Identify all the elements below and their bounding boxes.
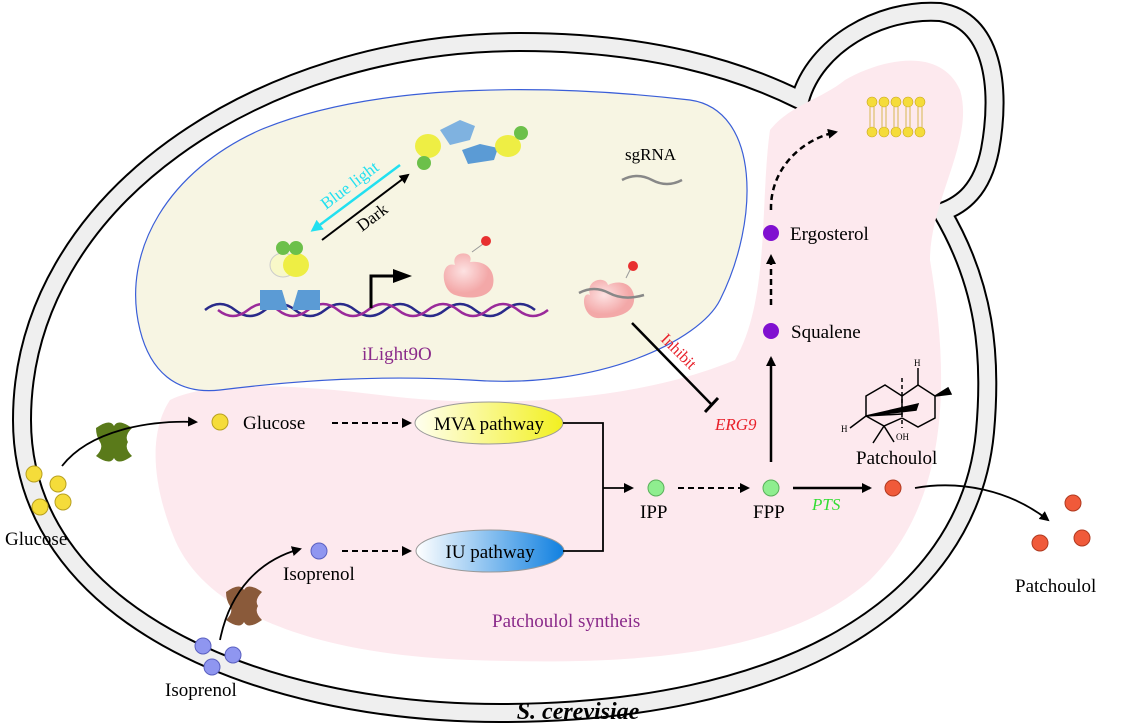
ipp-molecule bbox=[647, 479, 665, 497]
isoprenol-inside-label: Isoprenol bbox=[283, 564, 355, 585]
patchoulol-molecules-outside bbox=[1031, 494, 1091, 552]
isoprenol-molecules-outside bbox=[194, 637, 242, 676]
structure-h-left: H bbox=[841, 424, 848, 434]
isoprenol-transporter-icon bbox=[226, 586, 262, 626]
ergosterol-label: Ergosterol bbox=[790, 224, 869, 245]
promoter-arrow-icon bbox=[369, 274, 395, 308]
dcas9-icon bbox=[443, 236, 494, 298]
patchoulol-export-arrow bbox=[914, 484, 1050, 522]
patchoulol-molecule bbox=[884, 479, 902, 497]
sgrna-icon bbox=[621, 174, 683, 186]
glucose-molecule bbox=[211, 413, 229, 431]
pts-label: PTS bbox=[811, 495, 841, 514]
ergosterol-to-membrane-arrow bbox=[769, 128, 838, 211]
organism-label: S. cerevisiae bbox=[517, 699, 640, 723]
structure-oh: OH bbox=[896, 432, 909, 442]
glucose-transporter-icon bbox=[96, 422, 132, 462]
fpp-label: FPP bbox=[753, 502, 785, 523]
dcas9-sgrna-complex-icon bbox=[578, 261, 645, 319]
glucose-outside-label: Glucose bbox=[5, 529, 67, 550]
isoprenol-outside-label: Isoprenol bbox=[165, 680, 237, 701]
blue-light-arrow bbox=[310, 163, 401, 232]
ilight-monomer-icon bbox=[462, 126, 528, 164]
structure-h-top: H bbox=[914, 358, 921, 368]
squalene-molecule bbox=[763, 323, 779, 339]
pathway-merge-bracket bbox=[563, 422, 604, 552]
ilight-dimer-bound-icon bbox=[260, 241, 320, 310]
ilight-monomer-icon bbox=[415, 120, 475, 170]
ipp-label: IPP bbox=[640, 502, 667, 523]
erg9-label: ERG9 bbox=[714, 415, 757, 434]
pathway-title: Patchoulol syntheis bbox=[492, 611, 640, 632]
sgrna-label: sgRNA bbox=[625, 145, 677, 164]
isoprenol-uptake-arrow bbox=[219, 546, 302, 641]
patchoulol-secreted-label: Patchoulol bbox=[1015, 576, 1096, 597]
ergosterol-molecule bbox=[763, 225, 779, 241]
dark-arrow bbox=[321, 173, 410, 241]
ilight9o-label: iLight9O bbox=[362, 344, 432, 365]
glucose-molecules-outside bbox=[25, 465, 72, 516]
iu-pathway-label: IU pathway bbox=[445, 542, 535, 563]
isoprenol-molecule bbox=[310, 542, 328, 560]
cytoplasm-region bbox=[155, 60, 964, 662]
glucose-inside-label: Glucose bbox=[243, 413, 305, 434]
patchoulol-structure-label: Patchoulol bbox=[856, 448, 937, 469]
lipid-bilayer-icon bbox=[866, 96, 926, 138]
fpp-molecule bbox=[762, 479, 780, 497]
inhibit-line bbox=[631, 322, 713, 406]
patchoulol-structure-icon bbox=[849, 368, 953, 444]
glucose-uptake-arrow bbox=[61, 416, 198, 467]
squalene-label: Squalene bbox=[791, 322, 861, 343]
mva-pathway-label: MVA pathway bbox=[434, 414, 544, 435]
